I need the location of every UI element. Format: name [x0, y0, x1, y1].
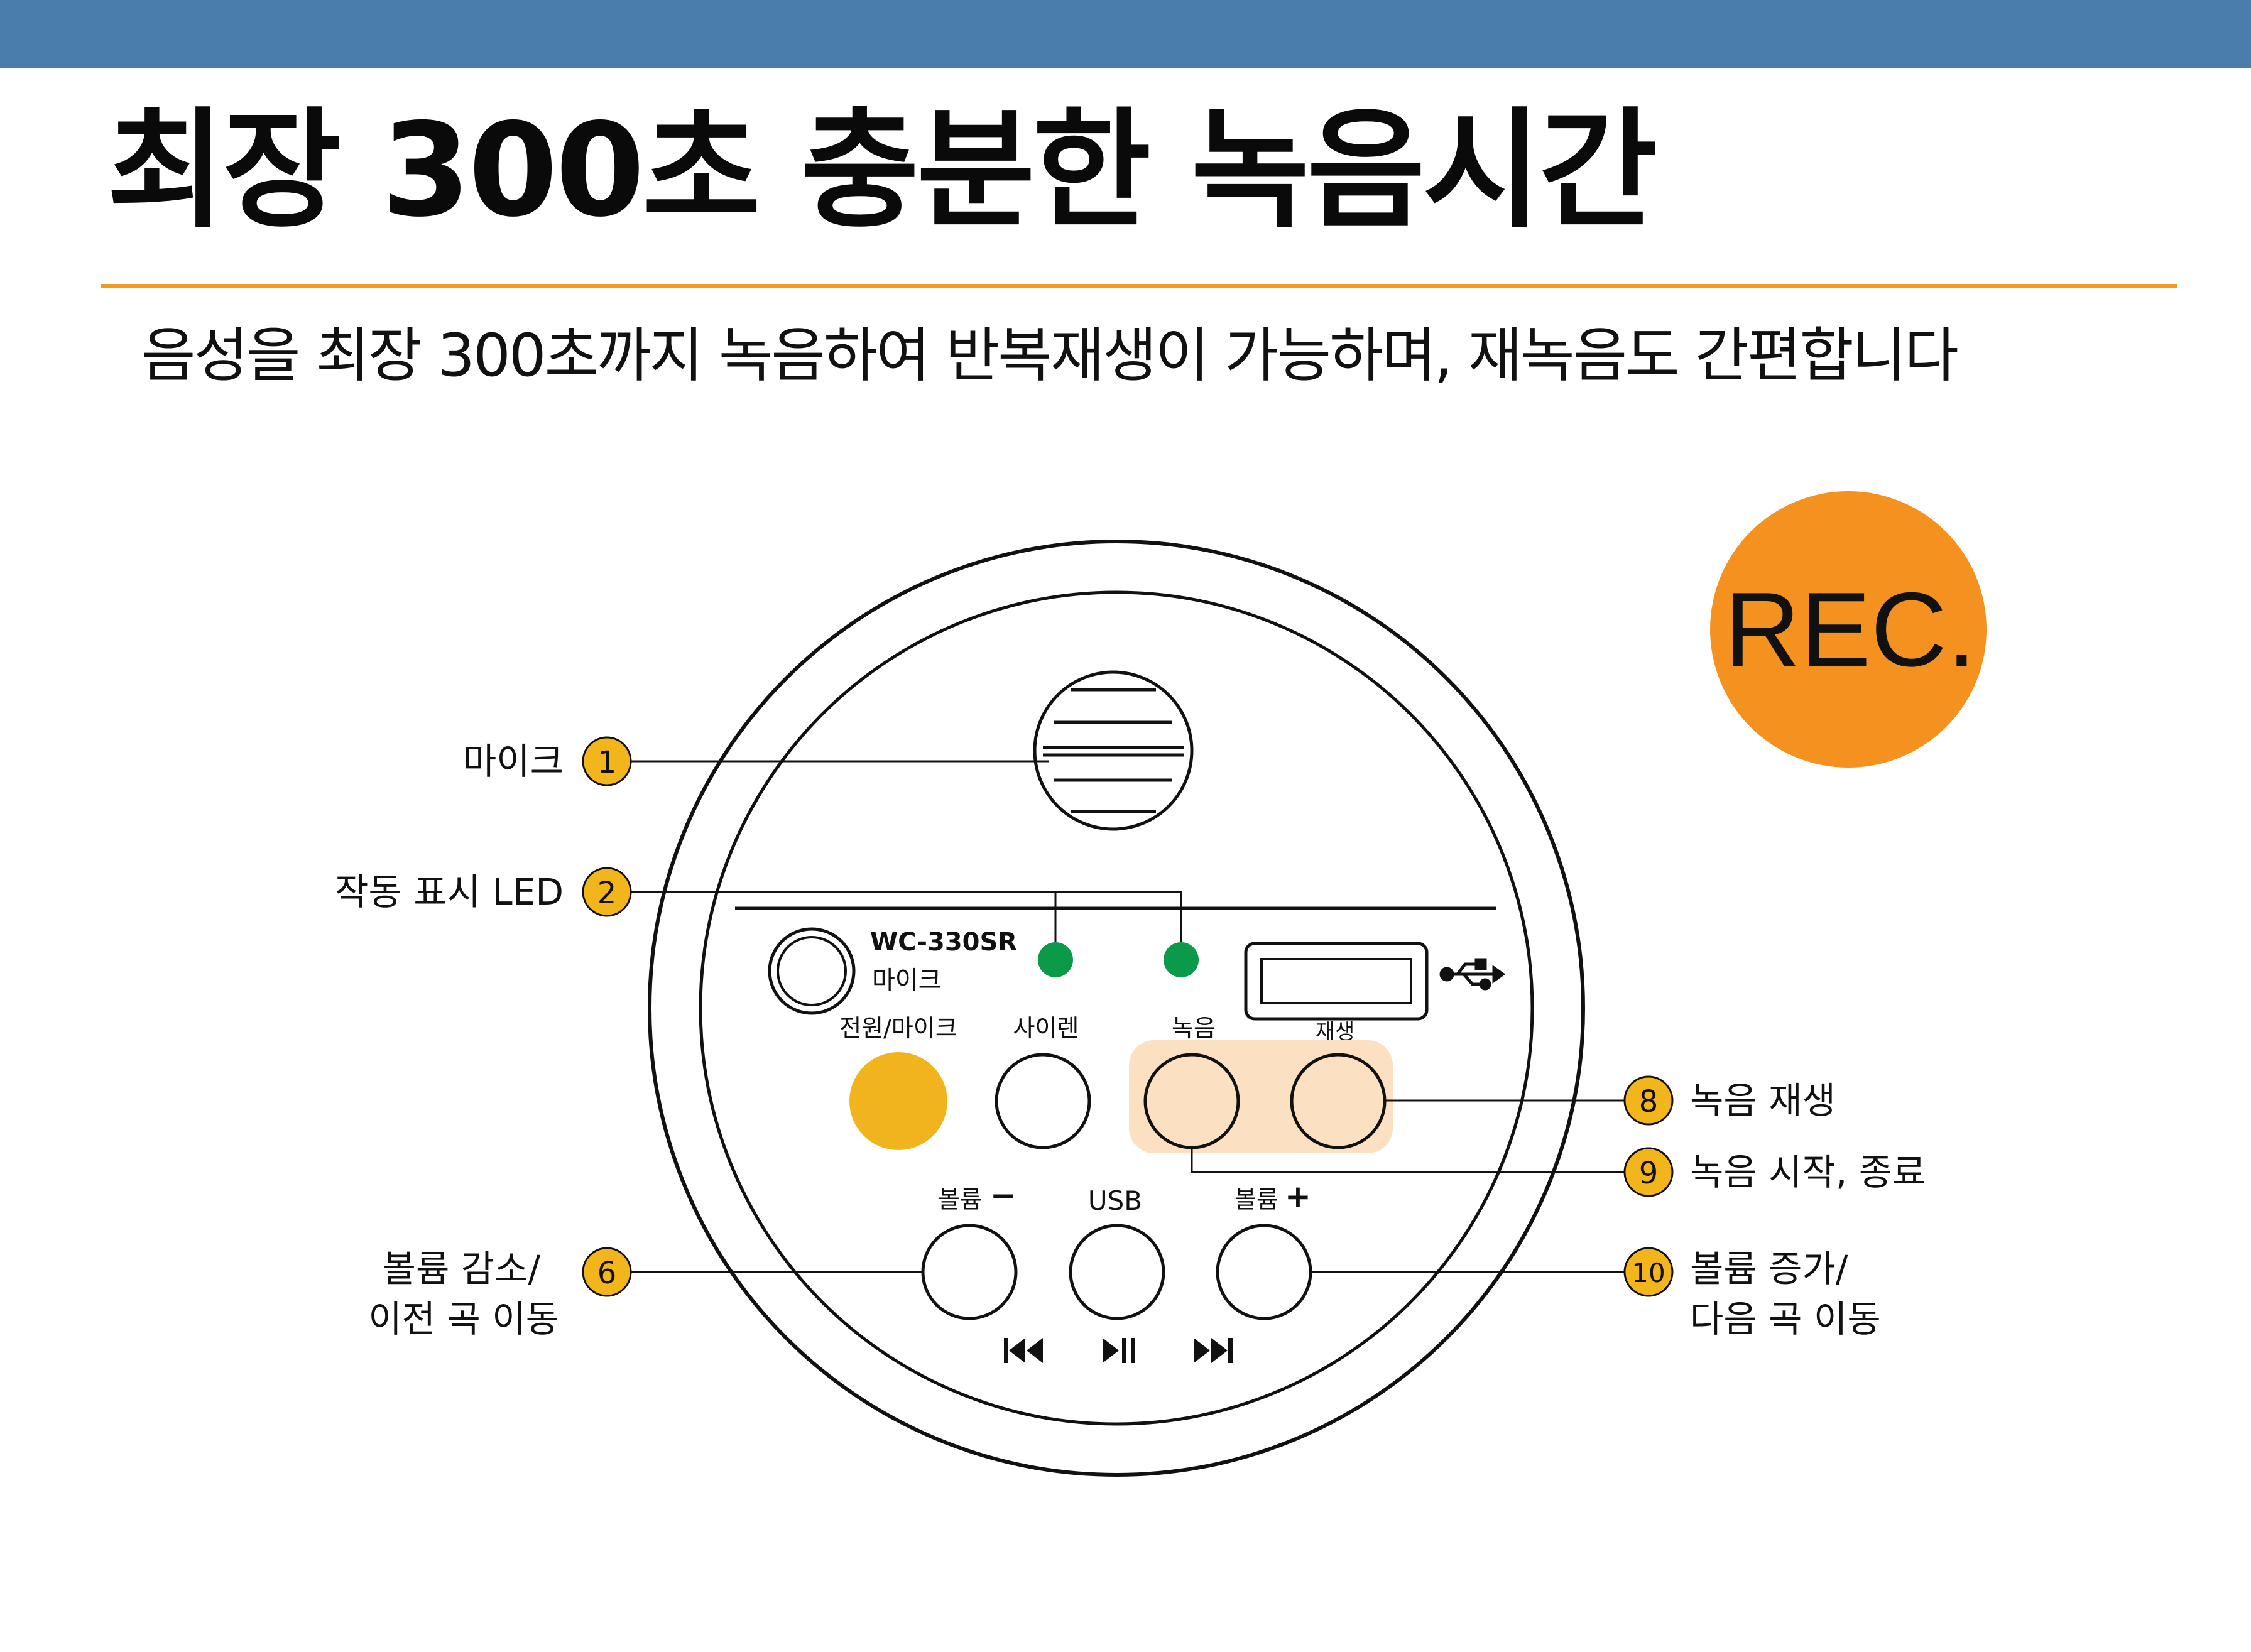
vol-down-button[interactable] [921, 1224, 1018, 1320]
mic-jack-label: 마이크 [872, 966, 941, 995]
usb-icon [1439, 958, 1506, 991]
callout-2-text: 작동 표시 LED [335, 871, 564, 913]
svg-text:2: 2 [597, 876, 617, 911]
vol-down-sign: − [990, 1177, 1016, 1214]
record-play-highlight [1129, 1040, 1393, 1153]
callout-6: 6 볼륨 감소/ 이전 곡 이동 [368, 1247, 632, 1340]
power-mic-label: 전원/마이크 [839, 1014, 957, 1042]
record-label: 녹음 [1172, 1014, 1216, 1042]
vol-down-label: 볼륨 [938, 1186, 982, 1214]
svg-text:6: 6 [597, 1256, 617, 1291]
svg-text:1: 1 [597, 745, 617, 780]
model-label: WC-330SR [870, 928, 1017, 957]
previous-track-icon [1004, 1338, 1043, 1363]
leader-lines [631, 760, 1625, 1273]
svg-text:9: 9 [1639, 1156, 1659, 1191]
mic-jack[interactable] [768, 927, 856, 1015]
rec-badge-label: REC. [1724, 570, 1976, 688]
usb-port[interactable] [1244, 942, 1429, 1021]
status-led [1164, 942, 1199, 977]
vol-up-button[interactable] [1216, 1224, 1312, 1320]
mic-grille [1033, 670, 1194, 831]
device-body [648, 540, 1585, 1477]
vol-up-sign: + [1285, 1178, 1311, 1215]
siren-label: 사이렌 [1013, 1014, 1079, 1042]
usb-label: USB [1088, 1185, 1142, 1216]
siren-button[interactable] [995, 1053, 1091, 1149]
callout-9: 9 녹음 시작, 종료 [1623, 1147, 1926, 1197]
svg-text:8: 8 [1639, 1084, 1659, 1119]
next-track-icon [1194, 1338, 1233, 1363]
device-inner-ring [699, 590, 1534, 1426]
header-bar [0, 0, 2251, 68]
callout-6-text-line2: 이전 곡 이동 [368, 1298, 559, 1340]
vol-up-label: 볼륨 [1235, 1186, 1278, 1214]
usb-port-slot [1260, 958, 1412, 1004]
callout-10: 10 볼륨 증가/ 다음 곡 이동 [1623, 1247, 1881, 1340]
device-outer-ring [648, 540, 1585, 1477]
page-subtitle: 음성을 최장 300초까지 녹음하여 반복재생이 가능하며, 재녹음도 간편합니… [141, 322, 1959, 390]
record-button[interactable] [1143, 1053, 1240, 1149]
callout-6-text-line1: 볼륨 감소/ [383, 1247, 541, 1290]
page-title: 최장 300초 충분한 녹음시간 [107, 96, 1657, 246]
rec-badge-circle [1710, 491, 1987, 768]
title-divider [101, 284, 2177, 288]
callout-8: 8 녹음 재생 [1623, 1075, 1836, 1126]
status-led [1038, 942, 1073, 977]
callout-9-text: 녹음 시작, 종료 [1690, 1151, 1926, 1193]
power-mic-button[interactable] [849, 1052, 947, 1150]
callout-10-text-line1: 볼륨 증가/ [1690, 1247, 1848, 1290]
callout-1: 1 마이크 [463, 736, 632, 786]
play-pause-icon [1103, 1338, 1135, 1363]
svg-text:10: 10 [1632, 1258, 1665, 1288]
callout-8-text: 녹음 재생 [1690, 1079, 1836, 1122]
callout-2: 2 작동 표시 LED [335, 867, 632, 917]
callout-10-text-line2: 다음 곡 이동 [1690, 1298, 1881, 1340]
rec-badge: REC. [1710, 491, 1987, 768]
mic-jack-inner [777, 936, 847, 1006]
mic-grille-circle [1033, 670, 1194, 831]
usb-button[interactable] [1069, 1224, 1165, 1320]
callout-1-text: 마이크 [463, 740, 564, 783]
